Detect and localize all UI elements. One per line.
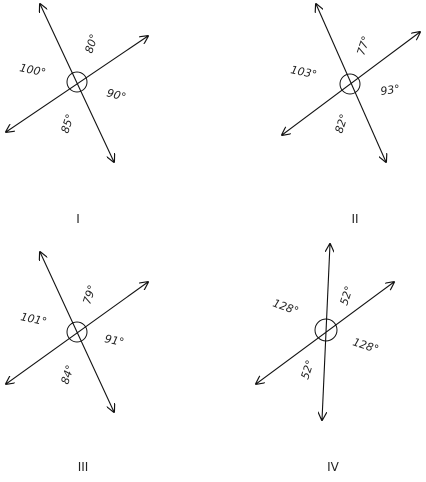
angle-label-left: 100°	[18, 61, 47, 79]
angle-label-left: 103°	[289, 63, 318, 81]
angle-label-right: 90°	[105, 86, 127, 104]
figure-iv: 52° 128° 52° 128° IV	[256, 244, 394, 474]
figure-caption: I	[76, 212, 80, 226]
figure-i: 80° 90° 85° 100° I	[6, 4, 148, 226]
figure-caption: III	[78, 460, 89, 474]
angle-marker-circle	[66, 71, 88, 93]
line-shallow	[6, 36, 148, 132]
angle-label-bottom: 85°	[58, 112, 76, 135]
angle-label-top: 77°	[354, 34, 372, 57]
figure-iii: 79° 91° 84° 101° III	[6, 252, 148, 474]
angle-label-right: 93°	[380, 82, 401, 98]
line-shallow	[256, 282, 394, 384]
angle-marker-circle	[66, 321, 88, 343]
angle-label-right: 91°	[103, 332, 125, 349]
figure-caption: II	[351, 212, 358, 226]
line-shallow	[282, 32, 420, 135]
line-steep	[40, 4, 114, 162]
angle-marker-circle	[339, 73, 361, 95]
angle-label-bottom: 82°	[332, 112, 350, 135]
angle-label-left: 128°	[271, 297, 300, 318]
line-steep	[40, 252, 114, 412]
angle-marker-circle	[314, 318, 338, 342]
angle-label-top: 80°	[82, 32, 100, 55]
angle-label-top: 79°	[80, 283, 98, 306]
angle-label-bottom: 84°	[58, 363, 76, 386]
figure-caption: IV	[327, 460, 340, 474]
angle-label-left: 101°	[19, 310, 48, 328]
angle-label-right: 128°	[351, 335, 380, 356]
line-shallow	[6, 282, 148, 384]
angle-label-top: 52°	[337, 284, 355, 307]
angle-label-bottom: 52°	[298, 358, 316, 381]
figure-ii: 77° 93° 82° 103° II	[282, 4, 420, 226]
